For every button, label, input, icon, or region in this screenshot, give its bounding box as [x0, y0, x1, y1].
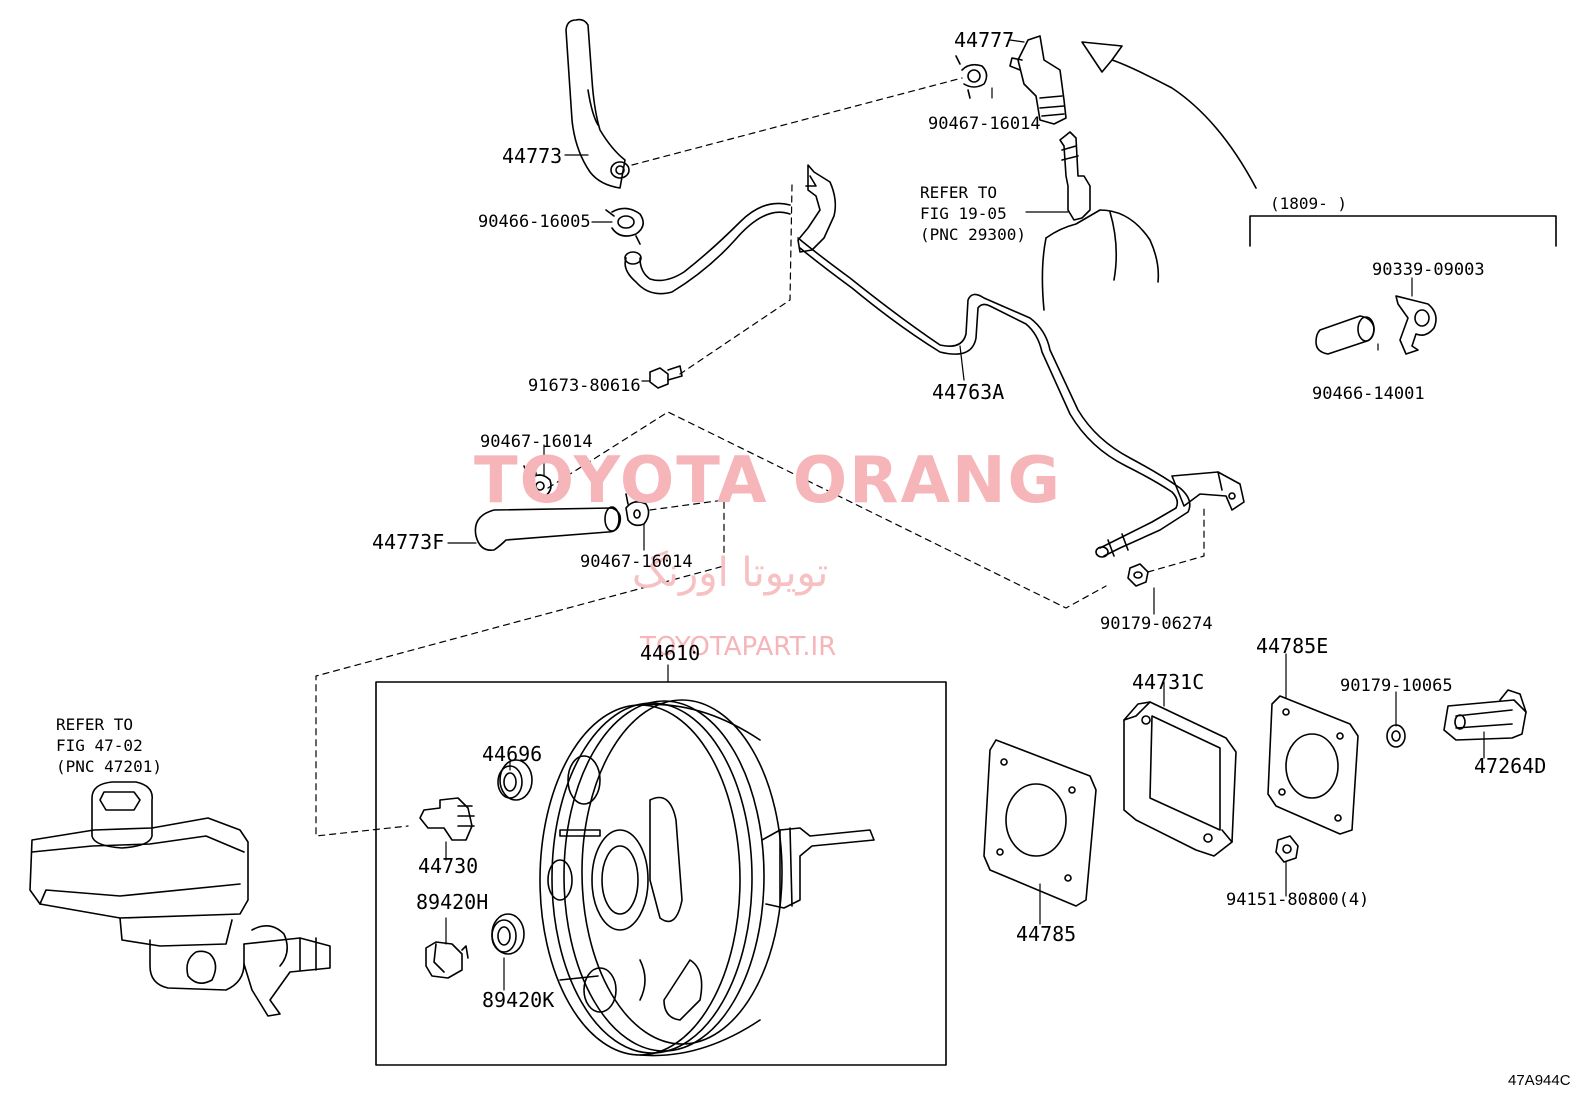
connector-89420H-drawing [425, 941, 469, 979]
gasket-44785E-drawing [1267, 695, 1359, 835]
clip-90467-top-drawing [955, 55, 988, 99]
bracket-right-drawing [1171, 471, 1245, 511]
label-90467-mid2: 90467-16014 [580, 552, 693, 572]
clip-90467-mid2-drawing [625, 491, 650, 527]
label-44785E: 44785E [1256, 634, 1329, 658]
pipe-left-drawing [624, 202, 791, 295]
label-44610: 44610 [640, 641, 701, 665]
master-cylinder-drawing [29, 781, 331, 1017]
label-44696: 44696 [482, 742, 543, 766]
label-44777: 44777 [954, 28, 1015, 52]
figure-code: 47A944C [1508, 1072, 1571, 1089]
label-47264D: 47264D [1474, 754, 1547, 778]
label-91673: 91673-80616 [528, 376, 641, 396]
spacer-44731C-drawing [1123, 701, 1237, 857]
clevis-47264D-drawing [1443, 689, 1527, 741]
refer-note-47201: REFER TO FIG 47-02 (PNC 47201) [56, 715, 162, 776]
watermark-url: TOYOTAPART.IR [640, 632, 837, 662]
label-90467-mid1: 90467-16014 [480, 432, 593, 452]
hose-44773-drawing [565, 18, 630, 189]
date-bracket-drawing [1249, 215, 1557, 247]
label-90179-06274: 90179-06274 [1100, 614, 1213, 634]
booster-fitting-drawing [1041, 131, 1160, 311]
label-44785: 44785 [1016, 922, 1077, 946]
booster-frame [375, 681, 947, 1066]
watermark-persian: تویوتا اورنگ [632, 550, 829, 596]
arrow-drawing [1081, 41, 1257, 189]
booster-44610-drawing [539, 699, 875, 1057]
grommet-89420K-drawing [491, 913, 525, 955]
label-90466-16005: 90466-16005 [478, 212, 591, 232]
check-valve-44777-drawing [1009, 35, 1067, 125]
clip-90467-mid1-drawing [523, 465, 552, 500]
hose-90466-14001-drawing [1315, 315, 1375, 355]
label-44731C: 44731C [1132, 670, 1205, 694]
date-bracket-label: (1809- ) [1270, 194, 1348, 213]
nut-94151-drawing [1275, 835, 1299, 863]
label-44730: 44730 [418, 854, 479, 878]
label-44773F: 44773F [372, 530, 445, 554]
pipe-44763A-drawing [797, 237, 1191, 558]
label-90466-14001: 90466-14001 [1312, 384, 1425, 404]
bolt-91673-drawing [649, 365, 683, 389]
clip-90466-16005-drawing [605, 207, 644, 245]
label-90179-10065: 90179-10065 [1340, 676, 1453, 696]
label-89420H: 89420H [416, 890, 489, 914]
nut-90179-10065-drawing [1386, 724, 1406, 748]
label-44763A: 44763A [932, 380, 1005, 404]
nut-90179-06274-drawing [1127, 563, 1149, 587]
valve-44730-drawing [419, 797, 475, 841]
bracket-top-drawing [797, 164, 837, 253]
watermark-brand: TOYOTA ORANG [474, 444, 1063, 518]
dashed-lines [315, 77, 1205, 837]
refer-note-29300: REFER TO FIG 19-05 (PNC 29300) [920, 183, 1026, 244]
grommet-44696-drawing [497, 759, 533, 801]
clip-90339-drawing [1395, 295, 1437, 355]
label-89420K: 89420K [482, 988, 555, 1012]
label-90339: 90339-09003 [1372, 260, 1485, 280]
label-44773: 44773 [502, 144, 563, 168]
label-90467-top: 90467-16014 [928, 114, 1041, 134]
gasket-44785-drawing [983, 739, 1097, 907]
label-94151: 94151-80800(4) [1226, 890, 1370, 910]
hose-44773F-drawing [474, 506, 622, 552]
leader-lines [445, 39, 1485, 991]
